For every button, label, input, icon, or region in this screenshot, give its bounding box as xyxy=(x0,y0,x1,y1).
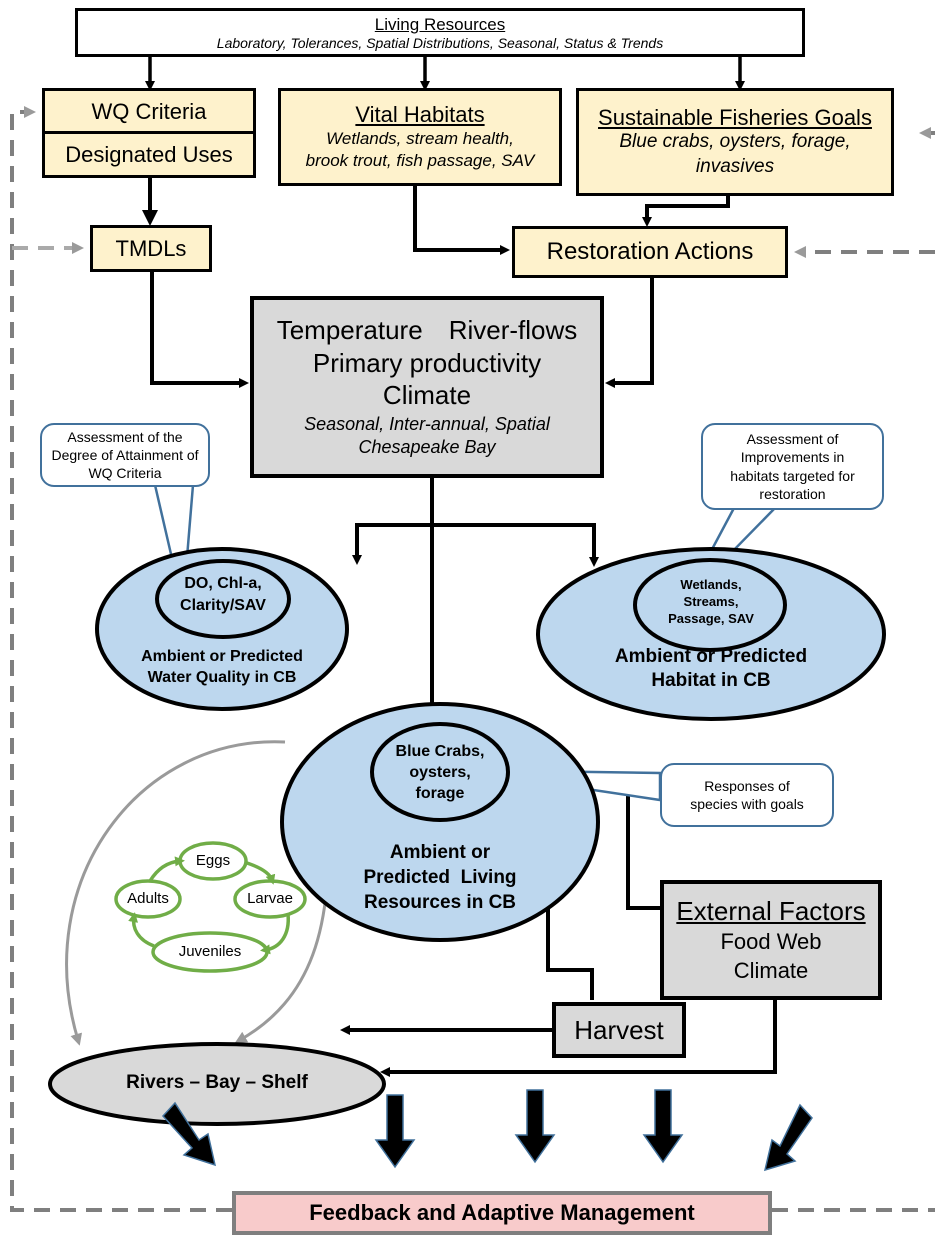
eggs-label: Eggs xyxy=(195,852,231,869)
habitat-inner-label: Wetlands, Streams, Passage, SAV xyxy=(668,577,754,626)
living-cb-label-line1: Ambient or xyxy=(389,842,491,863)
living-resources-title: Living Resources xyxy=(374,14,506,34)
life-cycle-green xyxy=(114,841,307,973)
drivers-climate: Climate xyxy=(382,380,472,411)
feedback-loop-dashed xyxy=(10,106,935,1212)
drivers-productivity: Primary productivity xyxy=(312,347,542,378)
drivers-temperature: Temperature xyxy=(276,315,423,346)
callout-wq-attainment: Assessment of the Degree of Attainment o… xyxy=(40,423,210,487)
feedback-label: Feedback and Adaptive Management xyxy=(309,1200,695,1225)
restoration-actions-label: Restoration Actions xyxy=(546,238,754,266)
drivers-river-flows: River-flows xyxy=(448,315,578,346)
juveniles-label: Juveniles xyxy=(178,943,242,960)
adults-ellipse xyxy=(114,879,182,919)
habitat-label-line1: Ambient or Predicted xyxy=(614,646,808,667)
external-factors-box: External Factors Food Web Climate xyxy=(660,880,882,1000)
vital-habitats-box: Vital Habitats Wetlands, stream health, … xyxy=(278,88,562,186)
sustainable-fisheries-title: Sustainable Fisheries Goals xyxy=(598,104,872,130)
larvae-label: Larvae xyxy=(247,890,293,907)
drivers-scales: Seasonal, Inter-annual, Spatial xyxy=(304,414,550,434)
rivers-bay-shelf-ellipse xyxy=(48,1042,386,1126)
vital-habitats-title: Vital Habitats xyxy=(355,102,485,128)
water-quality-label-line1: Ambient or Predicted xyxy=(141,648,303,665)
wq-criteria-label: WQ Criteria xyxy=(91,99,207,125)
living-cb-inner-label: Blue Crabs, oysters, forage xyxy=(395,743,485,802)
living-cb-label-line3: Resources in CB xyxy=(363,892,517,913)
ellipse-layer xyxy=(48,547,886,1126)
living-resources-box: Living Resources Laboratory, Tolerances,… xyxy=(75,8,805,57)
block-arrows xyxy=(161,1089,813,1172)
sustainable-fisheries-line2: invasives xyxy=(695,155,775,177)
water-quality-inner-label: DO, Chl-a, Clarity/SAV xyxy=(180,575,266,614)
vital-habitats-line2: brook trout, fish passage, SAV xyxy=(305,150,535,170)
vital-habitats-line1: Wetlands, stream health, xyxy=(326,128,514,148)
living-resources-subtitle: Laboratory, Tolerances, Spatial Distribu… xyxy=(216,34,664,51)
designated-uses-box: Designated Uses xyxy=(42,131,256,178)
drivers-box: Temperature River-flows Primary productiv… xyxy=(250,296,604,478)
adults-label: Adults xyxy=(127,890,169,907)
designated-uses-label: Designated Uses xyxy=(65,141,233,167)
external-factors-line2: Climate xyxy=(733,957,809,983)
callout-habitat-improvements: Assessment of Improvements in habitats t… xyxy=(701,423,884,510)
wq-criteria-box: WQ Criteria xyxy=(42,88,256,136)
rivers-bay-shelf-label: Rivers – Bay – Shelf xyxy=(126,1072,308,1093)
habitat-label-line2: Habitat in CB xyxy=(651,670,771,691)
sustainable-fisheries-line1: Blue crabs, oysters, forage, xyxy=(619,130,851,152)
drivers-location: Chesapeake Bay xyxy=(358,437,496,458)
external-factors-line1: Food Web xyxy=(720,929,822,955)
sustainable-fisheries-box: Sustainable Fisheries Goals Blue crabs, … xyxy=(576,88,894,196)
living-cb-label-line2: Predicted Living xyxy=(363,867,517,888)
water-quality-label-line2: Water Quality in CB xyxy=(147,669,297,686)
feedback-box: Feedback and Adaptive Management xyxy=(232,1191,772,1235)
top-down-arrows xyxy=(145,57,745,91)
tmdls-box: TMDLs xyxy=(90,225,212,272)
harvest-box: Harvest xyxy=(552,1002,686,1058)
harvest-label: Harvest xyxy=(574,1014,664,1045)
tmdls-label: TMDLs xyxy=(115,235,187,261)
external-factors-title: External Factors xyxy=(676,895,866,926)
restoration-actions-box: Restoration Actions xyxy=(512,226,788,278)
callout-species-responses: Responses of species with goals xyxy=(660,763,834,827)
